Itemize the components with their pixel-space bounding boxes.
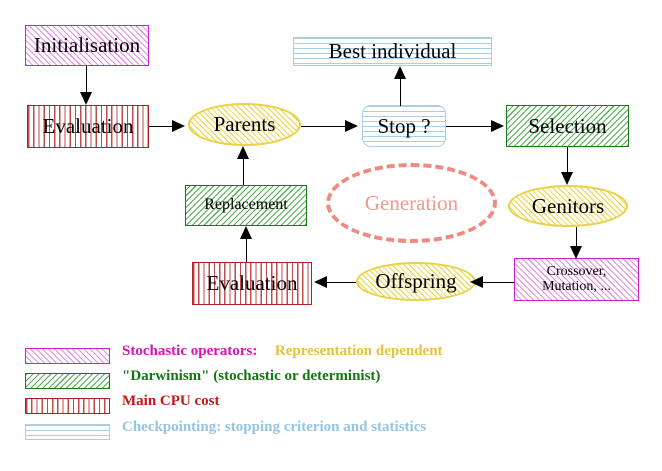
legend-swatch-checkpointing <box>25 424 110 440</box>
arrowhead-down-genitors <box>561 172 573 185</box>
connector-stop-to-best-individual <box>400 68 402 106</box>
node-generation-group: Generation <box>326 163 497 243</box>
node-selection[interactable]: Selection <box>506 105 629 147</box>
connector-replacement-to-parents <box>243 152 245 185</box>
legend-label-stochastic-operators: Stochastic operators: Representation dep… <box>122 343 443 360</box>
legend-swatch-stochastic-operators <box>25 348 110 364</box>
node-evaluation-top[interactable]: Evaluation <box>27 105 149 148</box>
connector-genitors-to-crossover <box>576 227 578 257</box>
node-stop[interactable]: Stop ? <box>362 105 446 147</box>
node-evaluation-bottom[interactable]: Evaluation <box>192 262 312 305</box>
node-genitors[interactable]: Genitors <box>508 185 628 227</box>
arrowhead-up-replacement <box>240 226 252 239</box>
arrowhead-up-best-individual <box>394 66 406 79</box>
connector-offspring-to-evaluation <box>326 282 356 284</box>
arrowhead-right-selection <box>491 120 504 132</box>
arrowhead-right-stop <box>345 120 358 132</box>
legend-label-main-cpu-cost: Main CPU cost <box>122 393 220 409</box>
connector-parents-to-stop <box>301 126 348 128</box>
arrowhead-left-offspring <box>470 276 483 288</box>
connector-evaluation-to-parents <box>149 126 177 128</box>
legend-label-checkpointing: Checkpointing: stopping criterion and st… <box>122 419 427 435</box>
connector-stop-to-selection <box>446 126 493 128</box>
node-crossover-mutation[interactable]: Crossover, Mutation, ... <box>514 258 639 301</box>
connector-crossover-to-offspring <box>480 282 514 284</box>
connector-initialisation-to-evaluation <box>86 66 88 100</box>
node-offspring[interactable]: Offspring <box>356 262 476 301</box>
legend-text-representation-dependent: Representation dependent <box>274 343 443 359</box>
connector-evaluation-to-replacement <box>246 231 248 262</box>
node-best-individual[interactable]: Best individual <box>293 37 492 66</box>
arrowhead-down-crossover <box>570 246 582 259</box>
node-replacement[interactable]: Replacement <box>185 185 307 226</box>
legend-swatch-darwinism <box>25 373 110 389</box>
node-initialisation[interactable]: Initialisation <box>25 25 149 66</box>
legend-label-darwinism: "Darwinism" (stochastic or determinist) <box>122 368 381 384</box>
arrowhead-up-parents <box>237 146 249 159</box>
node-parents[interactable]: Parents <box>188 103 301 146</box>
arrowhead-left-evaluation-bottom <box>314 276 327 288</box>
legend-swatch-main-cpu-cost <box>25 398 110 414</box>
arrowhead-down-initialisation <box>80 92 92 105</box>
arrowhead-right-parents <box>172 120 185 132</box>
connector-selection-to-genitors <box>567 147 569 181</box>
legend-text-stochastic-operators: Stochastic operators: <box>122 343 258 359</box>
